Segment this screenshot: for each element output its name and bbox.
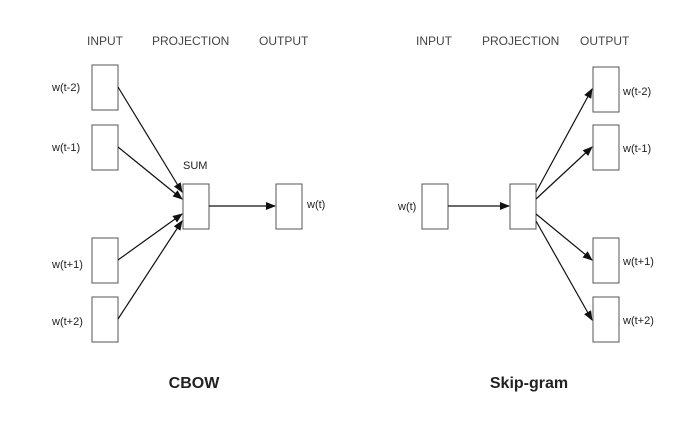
skipgram-output-box-3 bbox=[592, 237, 620, 284]
skipgram-output-label-1: w(t-2) bbox=[622, 86, 651, 98]
skipgram-input-box bbox=[421, 183, 449, 230]
cbow-output-box bbox=[275, 183, 303, 230]
skipgram-projection-box bbox=[509, 183, 537, 230]
cbow-output-label: w(t) bbox=[306, 199, 325, 211]
cbow-input-header: INPUT bbox=[87, 34, 124, 48]
cbow-model: INPUT PROJECTION OUTPUT w(t-2) w(t-1) w(… bbox=[51, 34, 325, 392]
skipgram-input-header: INPUT bbox=[416, 34, 453, 48]
cbow-sum-label: SUM bbox=[183, 160, 207, 172]
cbow-arrow-input-4 bbox=[117, 220, 183, 320]
cbow-title: CBOW bbox=[169, 375, 221, 392]
cbow-input-box-3 bbox=[91, 237, 119, 284]
skipgram-projection-header: PROJECTION bbox=[482, 34, 559, 48]
cbow-input-label-2: w(t-1) bbox=[51, 142, 80, 154]
cbow-input-box-2 bbox=[91, 124, 119, 171]
cbow-input-box-4 bbox=[91, 296, 119, 343]
skipgram-model: INPUT PROJECTION OUTPUT w(t) w(t-2) w(t-… bbox=[397, 34, 654, 392]
cbow-input-label-1: w(t-2) bbox=[51, 82, 80, 94]
skipgram-arrow-output-3 bbox=[535, 213, 593, 261]
skipgram-output-box-4 bbox=[592, 296, 620, 343]
skipgram-arrow-output-4 bbox=[535, 220, 593, 321]
skipgram-output-label-2: w(t-1) bbox=[622, 143, 651, 155]
cbow-arrow-input-1 bbox=[117, 86, 183, 193]
skipgram-title: Skip-gram bbox=[490, 375, 568, 392]
skipgram-arrow-output-2 bbox=[535, 146, 593, 200]
cbow-arrow-input-3 bbox=[117, 213, 183, 261]
skipgram-output-label-3: w(t+1) bbox=[622, 256, 654, 268]
skipgram-output-header: OUTPUT bbox=[580, 34, 630, 48]
cbow-projection-header: PROJECTION bbox=[152, 34, 229, 48]
cbow-input-label-4: w(t+2) bbox=[51, 316, 83, 328]
cbow-projection-box bbox=[182, 183, 210, 230]
skipgram-output-box-1 bbox=[592, 66, 620, 113]
cbow-input-label-3: w(t+1) bbox=[51, 259, 83, 271]
cbow-arrow-input-2 bbox=[117, 146, 183, 200]
cbow-input-box-1 bbox=[91, 64, 119, 111]
skipgram-output-box-2 bbox=[592, 124, 620, 171]
skipgram-output-label-4: w(t+2) bbox=[622, 315, 654, 327]
cbow-output-header: OUTPUT bbox=[259, 34, 309, 48]
skipgram-input-label: w(t) bbox=[397, 201, 416, 213]
skipgram-arrow-output-1 bbox=[535, 88, 593, 193]
